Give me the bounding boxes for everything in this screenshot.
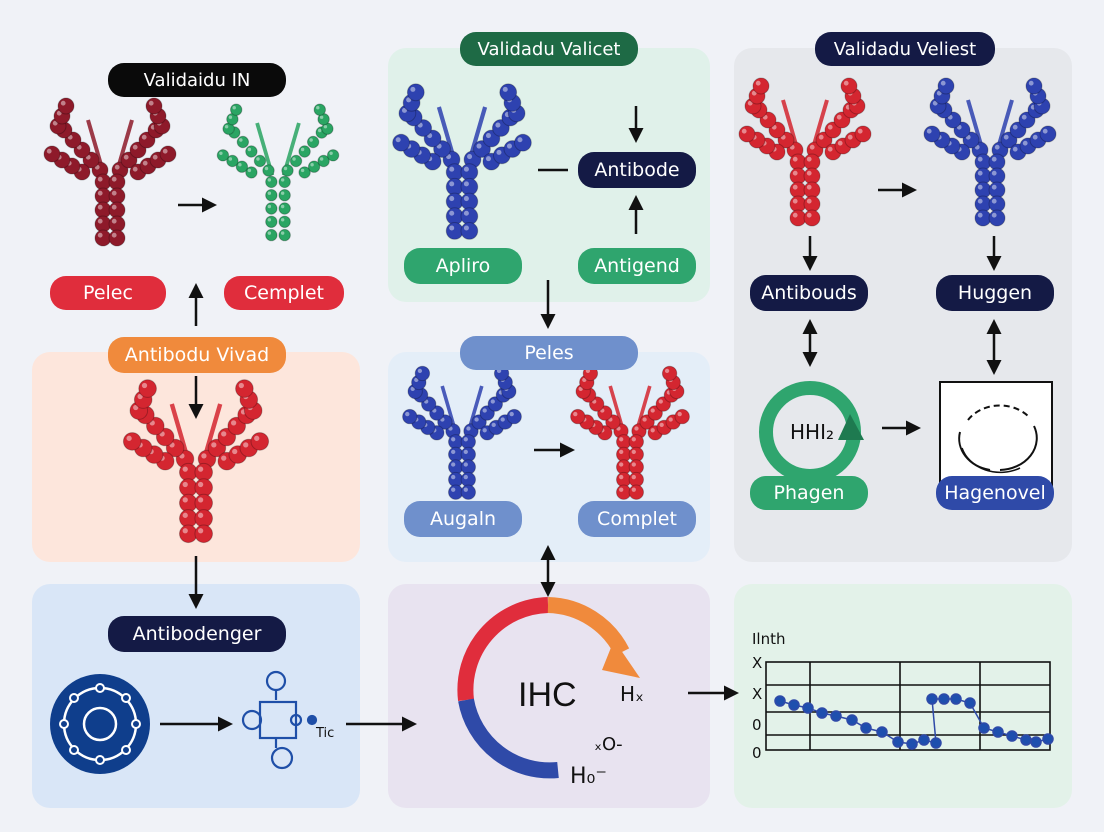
ihc-label: IHC <box>518 676 577 714</box>
title-antibodu-vivad: Antibodu Vivad <box>108 337 286 373</box>
plot-tick-3: 0 <box>752 716 762 734</box>
ring-network-icon <box>50 674 150 774</box>
node-label-tic: Tic <box>316 726 335 741</box>
label-pelec: Pelec <box>50 276 166 310</box>
label-hagenovel: Hagenovel <box>936 476 1054 510</box>
antibody-blue-peles-icon <box>402 365 522 500</box>
node-network-icon <box>241 670 318 770</box>
antibody-red-peles-icon <box>570 365 690 500</box>
label-apliro: Apliro <box>404 248 522 284</box>
ihc-cycle-icon <box>457 597 640 779</box>
antibody-red-veliest-icon <box>738 77 872 227</box>
title-peles: Peles <box>460 336 638 370</box>
ihc-formula-bottom: H₀⁻ <box>570 764 607 789</box>
flow-arrows <box>160 106 1002 732</box>
label-antigend: Antigend <box>578 248 696 284</box>
plot-ylabel: Ilnth <box>752 630 786 648</box>
plot-tick-1: X <box>752 654 763 672</box>
ihc-formula-right: Hₓ <box>620 682 644 706</box>
antibody-green-icon <box>216 103 340 242</box>
plot-series-blue <box>774 693 1054 750</box>
cycle-label-hhi2: HHI₂ <box>790 420 834 444</box>
ihc-formula-bottom-2: ₓO‐ <box>594 734 623 755</box>
title-antibodenger: Antibodenger <box>108 616 286 652</box>
label-cemplet: Cemplet <box>224 276 344 310</box>
title-validadu-veliest: Validadu Veliest <box>815 32 995 66</box>
title-validadu-valicet: Validadu Valicet <box>460 32 638 66</box>
antibody-maroon-icon <box>43 97 177 247</box>
antibody-blue-veliest-icon <box>923 77 1057 227</box>
label-augaln: Augaln <box>404 501 522 537</box>
panel-plot <box>734 584 1072 808</box>
label-antibouds: Antibouds <box>750 275 868 311</box>
label-huggen: Huggen <box>936 275 1054 311</box>
plot-tick-2: X <box>752 685 763 703</box>
label-antibode: Antibode <box>578 152 696 188</box>
plot-tick-4: 0 <box>752 744 762 762</box>
label-complet: Complet <box>578 501 696 537</box>
antibody-red-icon <box>122 379 270 544</box>
antibody-blue-valicet-icon <box>392 83 532 240</box>
hagenovel-cycle-icon <box>939 381 1053 493</box>
label-phagen: Phagen <box>750 476 868 510</box>
title-validaidu-in: Validaidu IN <box>108 63 286 97</box>
